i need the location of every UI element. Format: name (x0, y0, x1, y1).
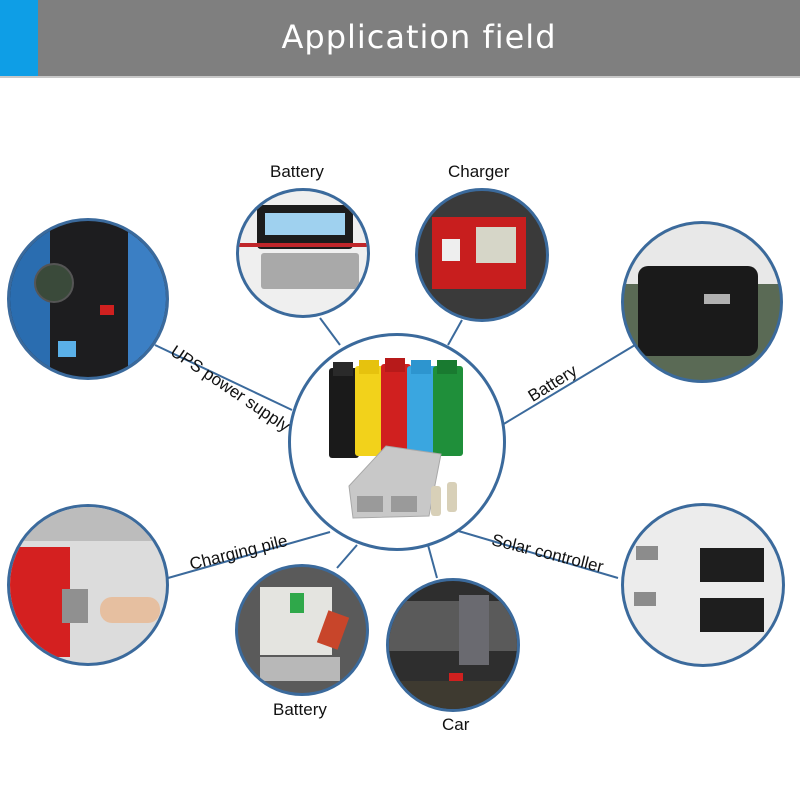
label-charger: Charger (448, 162, 510, 181)
center-connectors-image (288, 333, 506, 551)
image-battery-top (236, 188, 370, 318)
image-charging-pile (7, 504, 169, 666)
image-battery-right (621, 221, 783, 383)
label-car: Car (442, 715, 470, 734)
connector-black (329, 362, 359, 458)
line-charger (447, 319, 463, 346)
header-banner: Application field (0, 0, 800, 78)
line-charging-pile (167, 531, 331, 579)
connector-blue (407, 360, 437, 456)
header-divider (0, 76, 800, 78)
label-battery-top: Battery (270, 162, 324, 181)
image-battery-bottom (235, 564, 369, 696)
line-battery-right (501, 344, 636, 426)
line-battery-bottom (336, 544, 358, 569)
connector-grey (348, 445, 442, 519)
connector-green (433, 360, 463, 456)
line-battery-top (319, 317, 341, 346)
connector-red (381, 358, 411, 454)
line-solar (454, 529, 619, 579)
image-charger (415, 188, 549, 322)
terminals (431, 482, 457, 516)
line-ups (154, 344, 293, 411)
image-car (386, 578, 520, 712)
line-car (427, 544, 438, 579)
header-accent-bar (0, 0, 38, 76)
image-ups (7, 218, 169, 380)
image-solar-controller (621, 503, 785, 667)
label-battery-bottom: Battery (273, 700, 327, 719)
connector-yellow (355, 360, 385, 456)
page-title: Application field (281, 18, 557, 56)
